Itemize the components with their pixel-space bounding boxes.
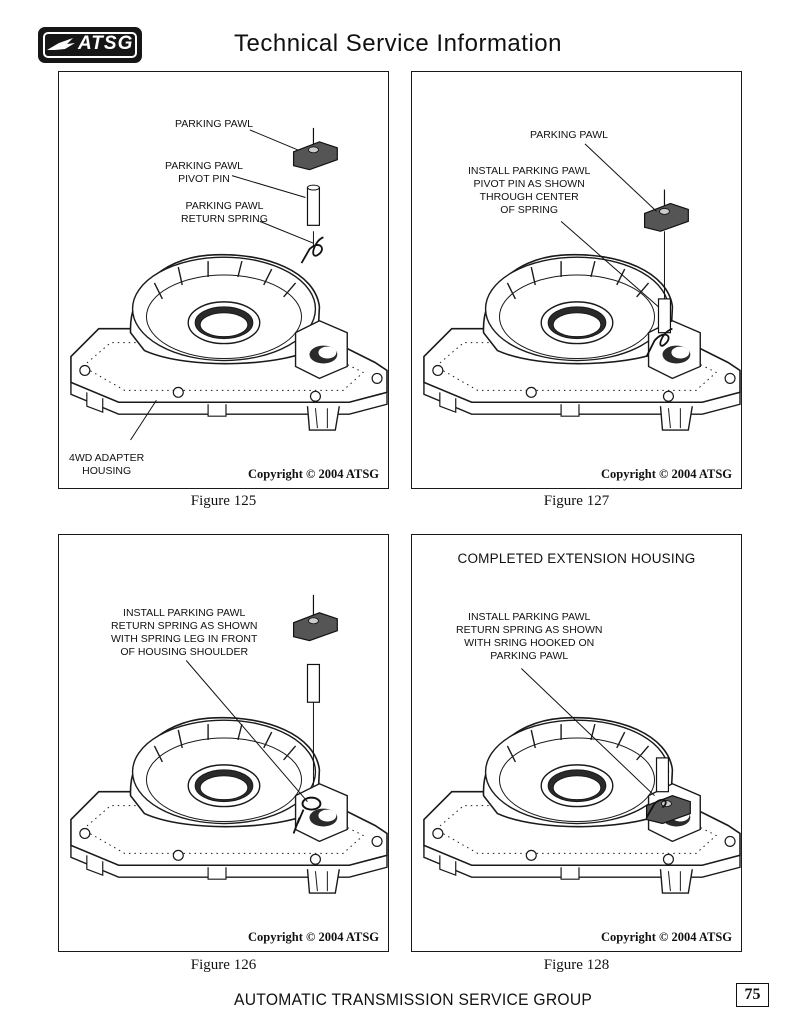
figure-126-illustration	[70, 594, 388, 894]
logo-frame	[43, 32, 137, 58]
page-title: Technical Service Information	[234, 30, 562, 57]
callout-parking-pawl: PARKING PAWL	[530, 129, 608, 141]
callout-install-return-spring: INSTALL PARKING PAWL RETURN SPRING AS SH…	[111, 607, 258, 658]
callout-install-return-spring: INSTALL PARKING PAWL RETURN SPRING AS SH…	[456, 611, 603, 662]
figure-125-caption: Figure 125	[190, 493, 257, 509]
page-number: 75	[736, 983, 769, 1007]
copyright-notice: Copyright © 2004 ATSG	[248, 930, 379, 944]
logo-text: ATSG	[78, 33, 134, 54]
copyright-notice: Copyright © 2004 ATSG	[601, 467, 732, 481]
copyright-notice: Copyright © 2004 ATSG	[601, 930, 732, 944]
figure-125-panel: PARKING PAWL PARKING PAWL PIVOT PIN PARK…	[58, 71, 389, 489]
copyright-notice: Copyright © 2004 ATSG	[248, 467, 379, 481]
callout-return-spring: PARKING PAWL RETURN SPRING	[181, 200, 268, 225]
panel-heading: COMPLETED EXTENSION HOUSING	[457, 551, 696, 566]
figure-127-panel: PARKING PAWL INSTALL PARKING PAWL PIVOT …	[411, 71, 742, 489]
figure-127-illustration	[423, 143, 741, 431]
figure-128-panel: COMPLETED EXTENSION HOUSING INSTALL PARK…	[411, 534, 742, 952]
bird-icon	[47, 38, 75, 50]
callout-install-pivot-pin: INSTALL PARKING PAWL PIVOT PIN AS SHOWN …	[468, 165, 591, 216]
figure-127-caption: Figure 127	[543, 493, 610, 509]
callout-pivot-pin: PARKING PAWL PIVOT PIN	[165, 160, 243, 185]
atsg-logo: ATSG	[38, 27, 142, 63]
callout-parking-pawl: PARKING PAWL	[175, 118, 253, 130]
figure-126-caption: Figure 126	[190, 957, 257, 973]
figure-128-caption: Figure 128	[543, 957, 610, 973]
figure-125-illustration	[70, 127, 388, 441]
figure-128-illustration	[423, 668, 741, 894]
figure-126-panel: INSTALL PARKING PAWL RETURN SPRING AS SH…	[58, 534, 389, 952]
callout-adapter-housing: 4WD ADAPTER HOUSING	[69, 452, 145, 477]
footer-group-name: AUTOMATIC TRANSMISSION SERVICE GROUP	[234, 990, 593, 1009]
